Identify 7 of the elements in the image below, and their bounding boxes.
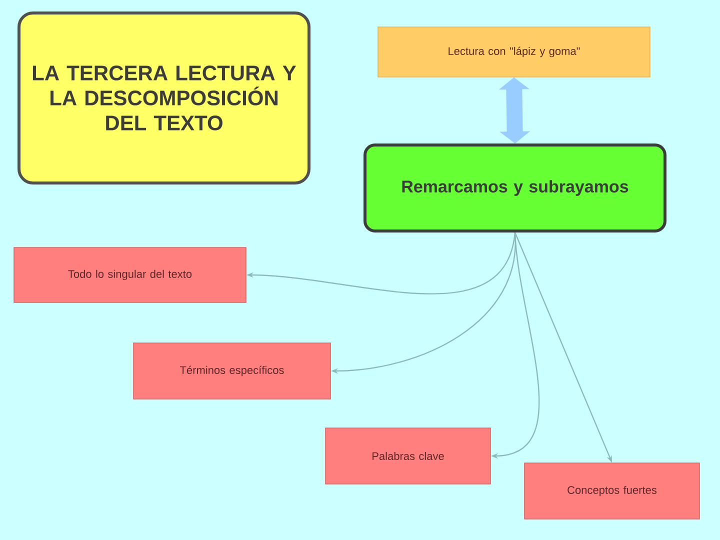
note-box: Lectura con "lápiz y goma"	[378, 26, 650, 78]
subtopic-box: Conceptos fuertes	[524, 462, 700, 520]
subtopic-box: Palabras clave	[325, 428, 491, 484]
topic-box: Remarcamos y subrayamos	[364, 144, 666, 232]
title-box: LA TERCERA LECTURA Y LA DESCOMPOSICIÓN DEL TEXTO	[18, 12, 310, 184]
subtopic-box: Todo lo singular del texto	[14, 247, 246, 303]
subtopic-box: Términos específicos	[133, 342, 331, 400]
